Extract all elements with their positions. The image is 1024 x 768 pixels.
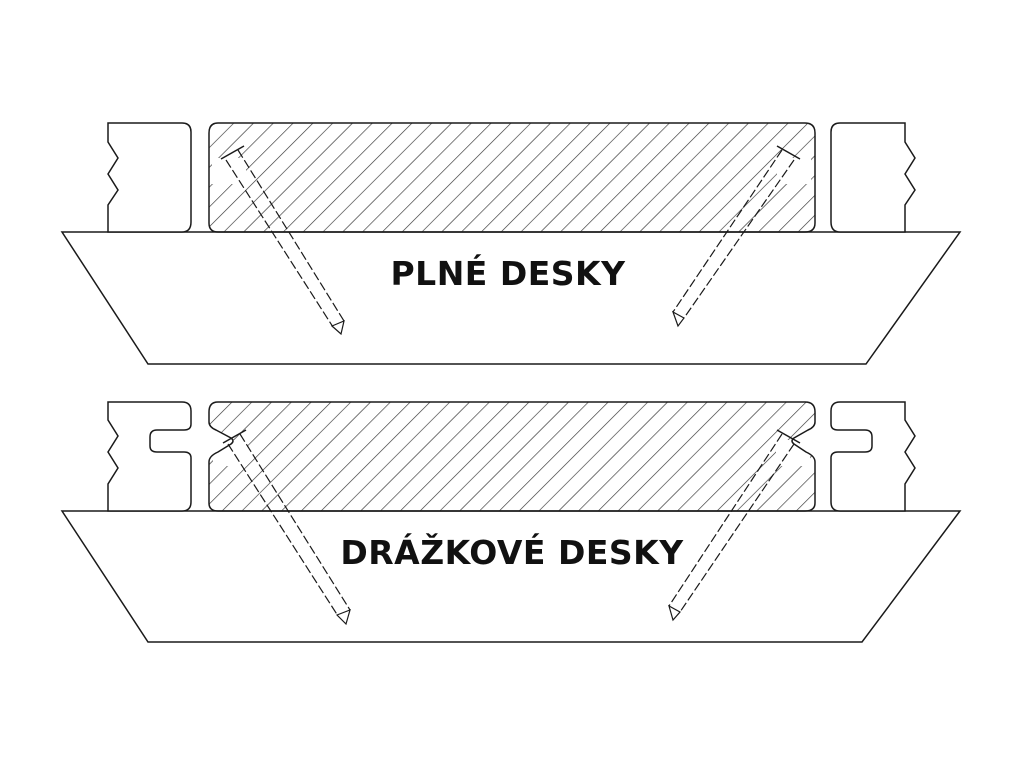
left-board-bottom [107,401,192,512]
solid-boards-assembly [60,122,962,365]
right-board-bottom [830,401,916,512]
grooved-boards-assembly [60,401,962,643]
joist-top [60,231,962,365]
left-board-top [107,122,192,233]
joist-bottom [60,510,962,643]
screw-right-bottom [668,429,801,622]
right-board-top [830,122,916,233]
grooved-boards-label: DRÁŽKOVÉ DESKY [340,533,684,572]
screw-left-top [220,145,345,336]
screw-right-top [671,145,801,328]
solid-boards-label: PLNÉ DESKY [390,254,626,293]
center-board-top [208,122,816,233]
screw-left-bottom [222,429,351,626]
center-board-bottom [208,401,816,512]
